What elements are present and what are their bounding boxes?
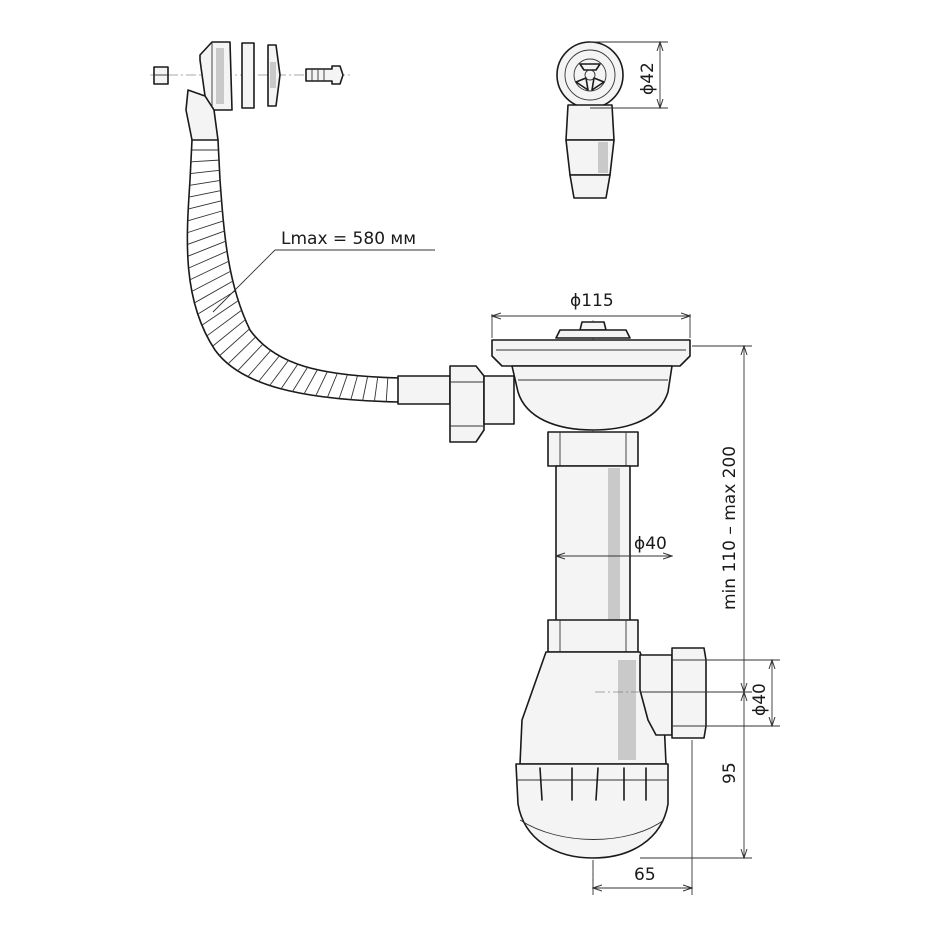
hose-rib — [188, 210, 223, 222]
lower-pipe-nut — [547, 619, 639, 653]
hose-connection-nut — [449, 365, 485, 443]
strainer-diameter-label: ϕ115 — [570, 291, 614, 311]
hose-rib — [188, 240, 227, 257]
hose-rib — [385, 377, 389, 402]
pipe-diameter-label: ϕ40 — [634, 534, 667, 554]
hose-rib — [303, 369, 318, 395]
hose-rib — [219, 328, 250, 357]
outlet-offset-label: 65 — [634, 865, 656, 885]
hose-rib — [247, 350, 272, 377]
overflow-front-view: ϕ42 — [556, 42, 668, 199]
hose-rib — [201, 300, 239, 326]
hose-rib — [350, 375, 358, 400]
bottle-trap: ϕ40 — [515, 647, 780, 859]
hose-rib — [194, 280, 234, 304]
trap-height-label: 95 — [720, 762, 740, 784]
hose-rib — [188, 200, 222, 210]
hose-rib — [237, 343, 264, 372]
overflow-fitting-exploded-view — [150, 41, 350, 141]
hose-rib — [191, 159, 219, 163]
hose-rib — [188, 250, 228, 269]
hose-rib — [190, 169, 220, 174]
corrugated-overflow-hose — [186, 139, 451, 405]
vertical-drain-pipe: ϕ40 — [547, 431, 672, 653]
outlet-nut — [671, 647, 707, 739]
hose-end-sleeve — [397, 375, 451, 405]
hose-rib — [269, 360, 289, 386]
overall-dimensions: min 110 – max 200 95 65 — [593, 346, 752, 895]
hose-rib — [227, 336, 256, 365]
hose-rib — [206, 309, 242, 337]
hose-rib — [258, 355, 280, 382]
hose-rib — [187, 230, 225, 245]
hose-rib — [292, 367, 308, 392]
hose-rib — [338, 374, 348, 399]
outlet-diameter-label: ϕ40 — [750, 683, 770, 716]
upper-pipe-nut — [547, 431, 639, 467]
overflow-diameter-label: ϕ42 — [638, 62, 658, 95]
hose-length-label: Lmax = 580 мм — [281, 229, 416, 249]
hose-rib — [189, 179, 221, 186]
hose-rib — [212, 319, 246, 347]
hose-rib — [190, 260, 230, 281]
hose-rib — [197, 290, 236, 315]
height-range-label: min 110 – max 200 — [720, 446, 740, 610]
gasket-part — [241, 42, 255, 109]
sink-strainer: ϕ115 — [449, 291, 690, 890]
screw-part — [305, 65, 344, 85]
nut-part — [153, 66, 169, 85]
hose-rib — [326, 373, 338, 398]
hose-rib — [280, 364, 299, 390]
hose-rib — [373, 377, 379, 402]
hose-rib — [315, 371, 328, 397]
hose-length-annotation: Lmax = 580 мм — [212, 229, 435, 313]
hose-rib — [362, 376, 369, 401]
hose-rib — [189, 190, 222, 198]
hose-rib — [187, 220, 224, 233]
hose-rib — [191, 270, 232, 292]
